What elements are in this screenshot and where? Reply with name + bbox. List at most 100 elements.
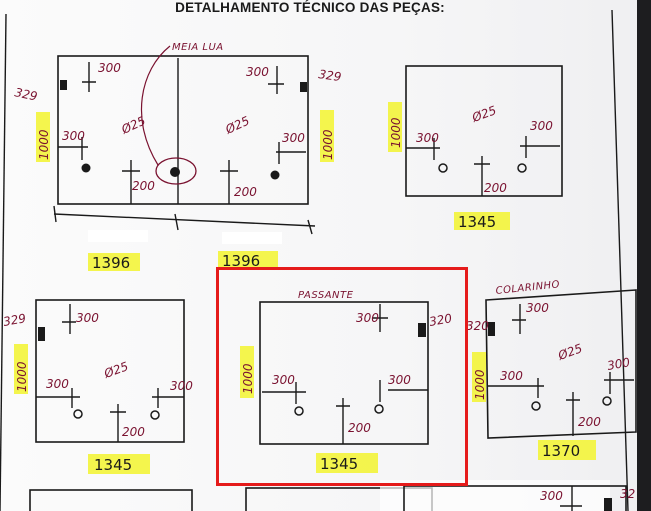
dim-300: 300 [98, 61, 121, 75]
highlight [88, 454, 150, 474]
dim-300: 300 [530, 119, 553, 133]
highlight [36, 112, 50, 162]
dim-corner: 329 [2, 311, 27, 329]
cross-mark [604, 372, 634, 394]
dim-200: 200 [132, 179, 155, 193]
cross-mark [36, 388, 80, 408]
dim-300: 300 [46, 377, 69, 391]
cross-mark [262, 382, 306, 404]
dim-300: 300 [540, 489, 563, 503]
page-border-right [611, 9, 629, 511]
hole [602, 396, 612, 406]
annotation-arrow [140, 45, 171, 166]
dim-300: 300 [606, 355, 631, 373]
part-2: 1000 300 300 200 Ø25 1345 [388, 65, 563, 231]
highlight-circle [155, 157, 197, 185]
note-meia-lua: MEIA LUA [172, 42, 224, 53]
note-colarinho: COLARINHO [495, 279, 560, 297]
hole [374, 404, 384, 414]
part-3: 1000 329 300 300 300 200 Ø25 1345 [2, 299, 193, 474]
cross-mark [152, 388, 184, 408]
dim-300: 300 [272, 373, 295, 387]
dim-diameter: Ø25 [555, 341, 584, 363]
dim-height: 1000 [389, 117, 403, 148]
corner-marker [604, 498, 612, 511]
corner-marker [60, 80, 67, 90]
highlight [538, 440, 596, 460]
dim-300: 300 [388, 373, 411, 387]
part-4: PASSANTE 1000 320 300 300 300 200 1345 [240, 290, 453, 473]
cross-mark [122, 160, 140, 204]
cross-mark [560, 486, 582, 511]
selection-box[interactable] [216, 267, 468, 486]
cross-mark [62, 304, 76, 334]
part-5: COLARINHO 1000 320 300 300 300 200 Ø25 1… [466, 279, 637, 460]
corner-marker [418, 323, 426, 337]
cross-mark [406, 138, 440, 160]
highlight [88, 253, 140, 271]
cross-mark [276, 142, 306, 164]
dim-300: 300 [416, 131, 439, 145]
partial-outline [29, 489, 193, 511]
dim-corner: 320 [428, 311, 453, 329]
width-label: 1396 [222, 252, 260, 270]
cross-mark [110, 404, 126, 442]
part-4-outline [259, 301, 429, 445]
erased-patch [88, 230, 148, 242]
dim-300: 300 [526, 301, 549, 315]
dim-diameter: Ø25 [469, 103, 498, 125]
hole [531, 401, 541, 411]
cross-mark [268, 66, 284, 94]
hole [517, 163, 527, 173]
dim-height: 1000 [241, 363, 255, 394]
partial-outline [403, 485, 627, 511]
dim-300: 300 [170, 379, 193, 393]
part-5-outline [485, 289, 637, 439]
cross-mark [372, 304, 388, 332]
dim-300: 300 [500, 369, 523, 383]
corner-marker [300, 82, 307, 92]
hole [438, 163, 448, 173]
part-1: MEIA LUA 329 329 300 300 300 300 200 200… [13, 42, 342, 272]
highlight [218, 251, 278, 269]
page-title: DETALHAMENTO TÉCNICO DAS PEÇAS: [175, 0, 445, 15]
highlight [320, 110, 334, 162]
cross-mark [220, 160, 238, 204]
cross-mark [336, 398, 350, 444]
dim-corner: 320 [466, 319, 489, 333]
dim-300: 300 [282, 131, 305, 145]
dim-200: 200 [234, 185, 257, 199]
cross-mark [520, 136, 560, 158]
highlight [316, 453, 378, 473]
highlight [240, 346, 254, 398]
dim-300: 300 [356, 311, 379, 325]
dim-300: 300 [246, 65, 269, 79]
page-border-left [0, 13, 7, 511]
width-label: 1345 [94, 456, 132, 474]
sheet-edge [637, 0, 651, 511]
cross-mark [488, 378, 544, 398]
cross-mark [58, 137, 88, 160]
width-label: 1396 [92, 254, 130, 272]
width-label: 1370 [542, 442, 580, 460]
dim-200: 200 [484, 181, 507, 195]
corner-marker [488, 322, 495, 336]
note-passante: PASSANTE [298, 290, 354, 301]
part-2-outline [405, 65, 563, 197]
part-1-outline [57, 55, 309, 205]
hole [73, 409, 83, 419]
dimension-line [53, 213, 316, 227]
hole [81, 163, 91, 173]
hole-half-moon [170, 167, 180, 177]
highlight [14, 344, 28, 394]
dim-height: 1000 [15, 361, 29, 392]
highlight [388, 102, 402, 152]
cross-mark [512, 304, 526, 334]
dim-diameter: Ø25 [101, 359, 130, 381]
dim-diameter: Ø25 [222, 114, 251, 138]
dim-200: 200 [122, 425, 145, 439]
hole [294, 406, 304, 416]
dim-200: 200 [578, 415, 601, 429]
dim-height: 1000 [321, 129, 335, 160]
